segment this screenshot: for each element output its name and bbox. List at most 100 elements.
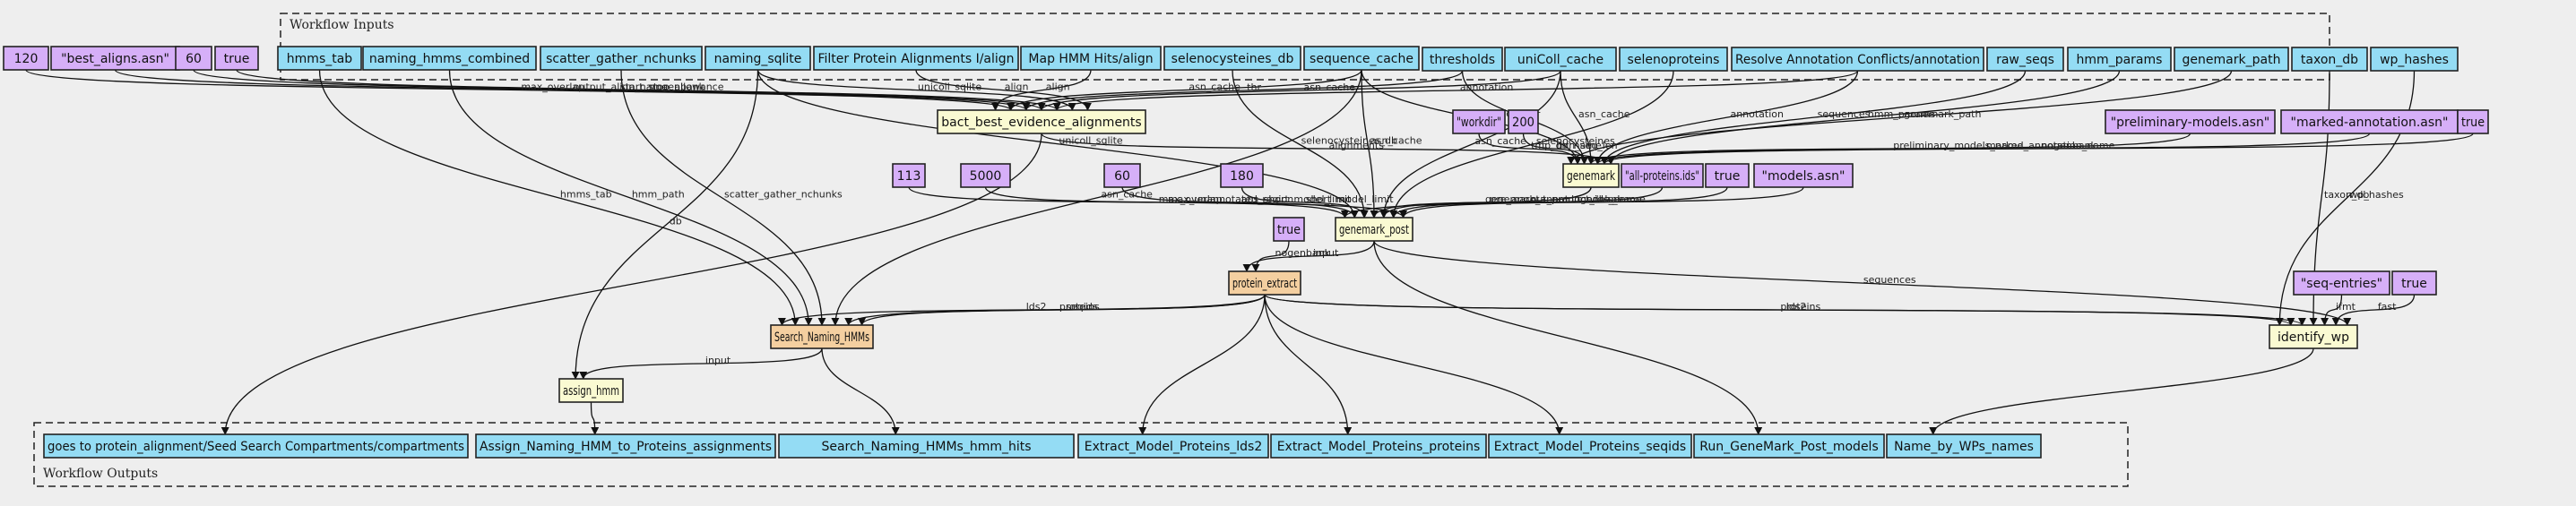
node-ctrue3[interactable]: true xyxy=(1705,163,1750,188)
node-hmms-tab[interactable]: hmms_tab xyxy=(277,46,362,71)
edge-label: asn_cache xyxy=(1101,189,1153,201)
node-ctrue2[interactable]: true xyxy=(2457,109,2489,134)
node-identify-wp[interactable]: identify_wp xyxy=(2269,324,2358,349)
edge-label: asn_cache xyxy=(1474,135,1526,147)
edge-label: selenocysteines_db xyxy=(1301,135,1397,147)
node-taxon-db[interactable]: taxon_db xyxy=(2291,47,2368,72)
node-out-seqids[interactable]: Extract_Model_Proteins_seqids xyxy=(1488,433,1692,459)
node-genemark-path[interactable]: genemark_path xyxy=(2174,47,2289,72)
node-scatter-gather-nchunks[interactable]: scatter_gather_nchunks xyxy=(540,46,703,71)
edge-label: sequences xyxy=(1863,274,1916,286)
node-label: "marked-annotation.asn" xyxy=(2291,116,2449,130)
node-out-lds2[interactable]: Extract_Model_Proteins_lds2 xyxy=(1077,433,1269,459)
node-c60b[interactable]: 60 xyxy=(1103,163,1141,188)
node-ctrue5[interactable]: true xyxy=(2391,270,2437,296)
edge-label: db xyxy=(670,216,682,227)
edge-label: align xyxy=(1046,81,1070,93)
node-cbestaligns[interactable]: "best_aligns.asn" xyxy=(50,46,180,71)
node-callprot[interactable]: "all-proteins.ids" xyxy=(1621,163,1704,188)
node-out-proteins[interactable]: Extract_Model_Proteins_proteins xyxy=(1270,433,1487,459)
node-naming-sqlite[interactable]: naming_sqlite xyxy=(705,46,811,71)
node-uniColl-cache[interactable]: uniColl_cache xyxy=(1504,47,1617,72)
input-node-box xyxy=(1731,47,1984,72)
node-cmarked[interactable]: "marked-annotation.asn" xyxy=(2280,109,2459,134)
node-label: genemark xyxy=(1567,169,1616,184)
edge-ctrue2-to-genemark xyxy=(1600,133,2474,165)
edge-thresholds-to-bact-best xyxy=(1022,70,1464,111)
edge-bact-best-to-out-goes xyxy=(220,133,1042,435)
edge-c180-to-genemark-post xyxy=(1240,186,1369,219)
edge-raw-seqs-to-genemark xyxy=(1600,70,2027,165)
node-c5000[interactable]: 5000 xyxy=(960,163,1011,188)
node-raw-seqs[interactable]: raw_seqs xyxy=(1986,47,2064,72)
edge-search-naming-to-out-hmmhits xyxy=(821,347,900,435)
node-c113[interactable]: 113 xyxy=(892,163,926,188)
node-hmm-params[interactable]: hmm_params xyxy=(2067,47,2172,72)
node-c60a[interactable]: 60 xyxy=(175,46,212,71)
node-wp-hashes[interactable]: wp_hashes xyxy=(2370,47,2459,72)
edge-label: ifmt xyxy=(2336,301,2356,313)
edge-naming-hmms-combined-to-search-naming xyxy=(448,69,813,326)
constant-node-box xyxy=(3,46,49,71)
node-label: thresholds xyxy=(1430,53,1495,67)
edge-genemark-post-to-identify-wp xyxy=(1373,240,2352,326)
node-thresholds[interactable]: thresholds xyxy=(1422,47,1503,72)
node-label: identify_wp xyxy=(2278,330,2349,345)
subworkflow-node-box xyxy=(770,324,874,349)
node-ctrue4[interactable]: true xyxy=(1273,217,1305,242)
node-label: "all-proteins.ids" xyxy=(1625,169,1699,184)
node-label: assign_hmm xyxy=(563,384,619,399)
edge-label: marked_annotation_name xyxy=(1986,140,2115,151)
node-cseqentries[interactable]: "seq-entries" xyxy=(2293,270,2390,296)
edge-hmms-tab-to-search-naming xyxy=(318,69,800,326)
edge-label: min_seq_len xyxy=(1557,140,1618,151)
input-node-box xyxy=(1303,46,1420,71)
node-cprelim[interactable]: "preliminary-models.asn" xyxy=(2105,109,2276,134)
node-c120[interactable]: 120 xyxy=(3,46,49,71)
node-selenoproteins[interactable]: selenoproteins xyxy=(1619,47,1728,72)
node-filter-align[interactable]: Filter Protein Alignments I/align xyxy=(813,46,1019,71)
node-c180[interactable]: 180 xyxy=(1220,163,1264,188)
node-label: Extract_Model_Proteins_seqids xyxy=(1494,440,1686,454)
node-map-hmm-align[interactable]: Map HMM Hits/align xyxy=(1020,46,1162,71)
edge-map-hmm-align-to-bact-best xyxy=(991,69,1092,111)
node-sequence-cache[interactable]: sequence_cache xyxy=(1303,46,1420,71)
node-genemark-post[interactable]: genemark_post xyxy=(1335,217,1413,242)
node-ctrue1[interactable]: true xyxy=(214,46,259,71)
node-search-naming[interactable]: Search_Naming_HMMs xyxy=(770,324,874,349)
node-label: sequence_cache xyxy=(1310,52,1413,66)
edge-naming-sqlite-to-assign-hmm xyxy=(571,69,759,380)
edge-naming-sqlite-to-bact-best xyxy=(756,69,1076,111)
node-bact-best[interactable]: bact_best_evidence_alignments xyxy=(937,109,1146,134)
node-cmodels[interactable]: "models.asn" xyxy=(1753,163,1854,188)
constant-node-box xyxy=(1508,109,1539,134)
input-node-box xyxy=(1986,47,2064,72)
node-naming-hmms-combined[interactable]: naming_hmms_combined xyxy=(362,46,537,71)
input-node-box xyxy=(362,46,537,71)
node-label: bact_best_evidence_alignments xyxy=(941,116,1141,130)
edge-label: nogenbank xyxy=(2041,140,2096,151)
node-resolve-annot[interactable]: Resolve Annotation Conflicts/annotation xyxy=(1731,47,1984,72)
node-out-goes[interactable]: goes to protein_alignment/Seed Search Co… xyxy=(43,433,469,459)
node-cworkdir[interactable]: "workdir" xyxy=(1452,109,1506,134)
node-label: 113 xyxy=(897,169,921,184)
edge-label: models_name xyxy=(1577,193,1646,205)
node-assign-hmm[interactable]: assign_hmm xyxy=(558,378,624,403)
node-selenocysteines-db[interactable]: selenocysteines_db xyxy=(1163,46,1301,71)
edge-label: thr xyxy=(1247,81,1261,93)
node-out-models[interactable]: Run_GeneMark_Post_models xyxy=(1693,433,1885,459)
edge-selenoproteins-to-genemark-post xyxy=(1389,70,1674,219)
edge-genemark-to-genemark-post xyxy=(1379,186,1592,219)
node-out-hmmhits[interactable]: Search_Naming_HMMs_hmm_hits xyxy=(778,433,1075,459)
node-c200[interactable]: 200 xyxy=(1508,109,1539,134)
node-protein-extract[interactable]: protein_extract xyxy=(1228,270,1301,296)
node-out-names[interactable]: Name_by_WPs_names xyxy=(1886,433,2042,459)
step-node-box xyxy=(1562,163,1620,188)
node-out-assign[interactable]: Assign_Naming_HMM_to_Proteins_assignment… xyxy=(475,433,776,459)
edge-label: nogenbank xyxy=(1275,247,1331,259)
output-node-box xyxy=(778,433,1075,459)
node-genemark[interactable]: genemark xyxy=(1562,163,1620,188)
edge-identify-wp-to-out-names xyxy=(1929,347,2314,435)
edge-label: wp_hashes xyxy=(2349,189,2404,201)
